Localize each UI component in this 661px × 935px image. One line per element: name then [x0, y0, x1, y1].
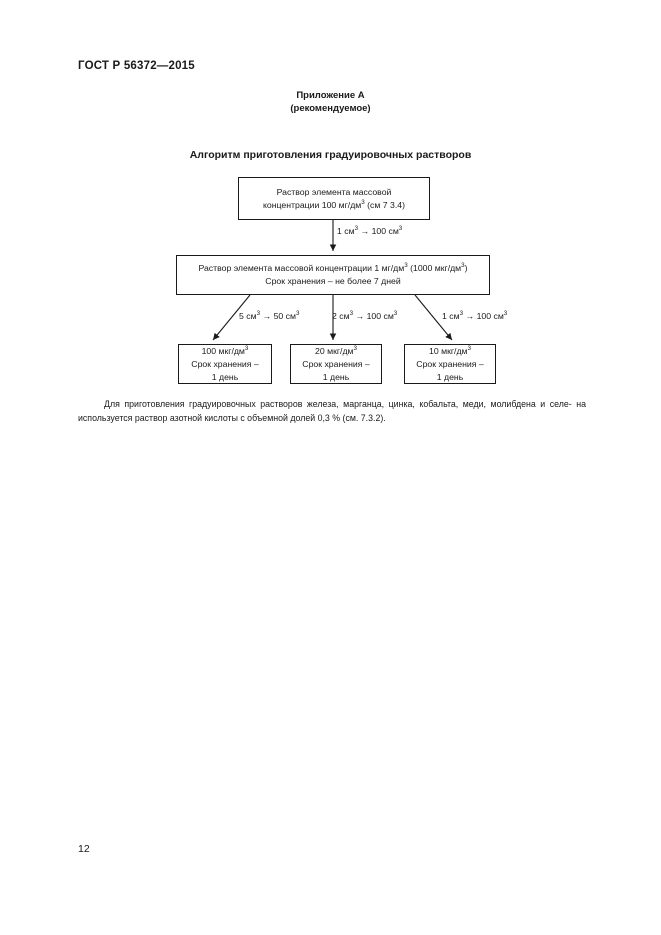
- working3-line-2: Срок хранения –: [416, 358, 484, 369]
- intermediate-line-1: Раствор элемента массовой концентрации 1…: [198, 262, 467, 275]
- page-title: Алгоритм приготовления градуировочных ра…: [189, 149, 472, 161]
- working2-value: 20 мкг/дм: [315, 345, 354, 356]
- page-number: 12: [78, 843, 90, 855]
- edge-label-branch-2: 2 см3 → 100 см3: [332, 310, 398, 322]
- edge1-to-superscript: 3: [295, 310, 300, 318]
- working1-line-2: Срок хранения –: [191, 358, 259, 369]
- intermediate-line-1-text: Раствор элемента массовой концентрации 1…: [198, 263, 405, 273]
- intermediate-line-2: Срок хранения – не более 7 дней: [265, 276, 401, 286]
- edge2-to-superscript: 3: [393, 310, 398, 318]
- intermediate-superscript-1: 3: [404, 262, 408, 270]
- intermediate-line-1-mid: (1000 мкг/дм: [407, 263, 462, 273]
- working3-value: 10 мкг/дм: [429, 345, 468, 356]
- edge2-arrow-icon: →: [353, 311, 367, 321]
- flow-node-stock-solution: Раствор элемента массовой концентрации 1…: [238, 177, 430, 220]
- edge0-from: 1 см: [337, 226, 355, 236]
- edge1-arrow-icon: →: [260, 311, 274, 321]
- stock-line-1: Раствор элемента массовой: [276, 186, 392, 197]
- edge2-from-superscript: 3: [349, 310, 354, 318]
- stock-line-2: концентрации 100 мг/дм3 (см 7 3.4): [263, 199, 405, 212]
- edge1-from-superscript: 3: [256, 310, 261, 318]
- edge0-from-superscript: 3: [354, 225, 359, 233]
- standard-header: ГОСТ Р 56372—2015: [78, 60, 195, 72]
- annex-title: Приложение А: [296, 90, 365, 101]
- flow-node-working-solution-10: 10 мкг/дм3 Срок хранения – 1 день: [404, 344, 496, 384]
- flow-node-working-solution-100: 100 мкг/дм3 Срок хранения – 1 день: [178, 344, 272, 384]
- edge-label-branch-1: 5 см3 → 50 см3: [239, 310, 300, 322]
- working2-line-1: 20 мкг/дм3: [315, 345, 357, 358]
- working3-superscript: 3: [467, 344, 471, 352]
- working3-line-1: 10 мкг/дм3: [429, 345, 471, 358]
- edge0-to-superscript: 3: [398, 225, 403, 233]
- stock-line-2-reference: (см 7 3.4): [364, 199, 406, 210]
- paragraph-line-2: на используется раствор азотной кислоты …: [78, 399, 586, 423]
- working1-value: 100 мкг/дм: [201, 345, 245, 356]
- edge3-arrow-icon: →: [463, 311, 477, 321]
- working1-line-1: 100 мкг/дм3: [202, 345, 249, 358]
- edge3-from: 1 см: [442, 311, 460, 321]
- paragraph-line-1: Для приготовления градуировочных раствор…: [104, 399, 572, 409]
- intermediate-line-1-post: ): [464, 263, 468, 273]
- edge1-to: 50 см: [273, 311, 296, 321]
- stock-line-2-text: концентрации 100 мг/дм: [262, 199, 362, 210]
- edge2-to: 100 см: [366, 311, 394, 321]
- working1-superscript: 3: [244, 344, 249, 352]
- flow-node-working-solution-20: 20 мкг/дм3 Срок хранения – 1 день: [290, 344, 382, 384]
- flowchart: Раствор элемента массовой концентрации 1…: [0, 0, 661, 400]
- edge0-to: 100 см: [371, 226, 399, 236]
- edge3-to: 100 см: [476, 311, 504, 321]
- edge3-to-superscript: 3: [503, 310, 508, 318]
- body-paragraph: Для приготовления градуировочных раствор…: [78, 398, 586, 425]
- annex-caption: Приложение А (рекомендуемое): [0, 89, 661, 115]
- stock-line-2-superscript: 3: [361, 198, 365, 206]
- working1-line-3: 1 день: [211, 371, 239, 382]
- working2-line-2: Срок хранения –: [302, 358, 370, 369]
- intermediate-superscript-2: 3: [461, 262, 465, 270]
- edge0-arrow-icon: →: [358, 226, 372, 236]
- working3-line-3: 1 день: [436, 371, 464, 382]
- annex-subtitle: (рекомендуемое): [290, 103, 371, 114]
- edge1-from: 5 см: [239, 311, 257, 321]
- edge-label-branch-3: 1 см3 → 100 см3: [442, 310, 508, 322]
- edge-label-stock-to-intermediate: 1 см3 → 100 см3: [337, 225, 403, 237]
- flow-node-intermediate-solution: Раствор элемента массовой концентрации 1…: [176, 255, 490, 295]
- edge2-from: 2 см: [332, 311, 350, 321]
- working2-line-3: 1 день: [322, 371, 350, 382]
- edge3-from-superscript: 3: [459, 310, 464, 318]
- working2-superscript: 3: [353, 344, 357, 352]
